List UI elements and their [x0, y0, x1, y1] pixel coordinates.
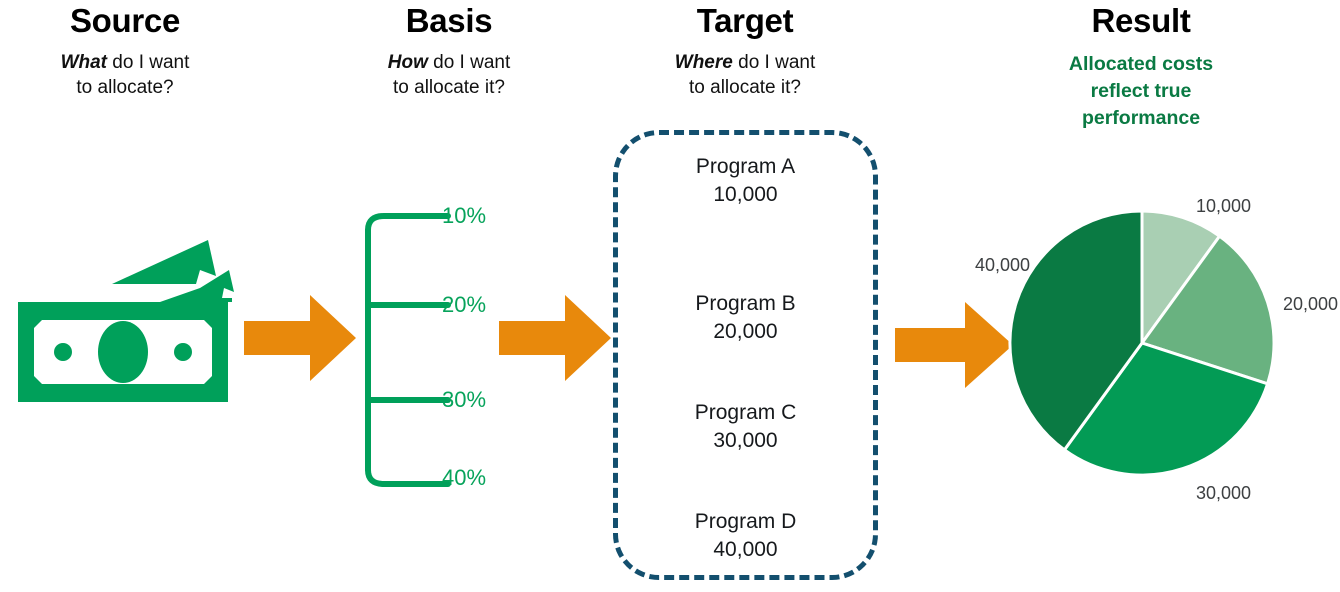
program-d-amount: 40,000: [713, 537, 778, 561]
program-c-name: Program C: [694, 401, 797, 424]
basis-percent-20: 20%: [442, 292, 487, 317]
subtitle-result-line1: Allocated costs: [1068, 52, 1214, 75]
program-b-name: Program B: [695, 292, 796, 315]
pie-label-40000: 40,000: [975, 255, 1031, 275]
pie-label-10000: 10,000: [1196, 196, 1252, 216]
pie-slice-30000: [1062, 341, 1270, 477]
subtitle-basis-lead: How: [387, 51, 428, 73]
program-c-amount: 30,000: [713, 428, 778, 452]
program-a-name: Program A: [695, 155, 796, 178]
money-cash-icon: [12, 236, 238, 406]
subtitle-target-lead: Where: [674, 51, 733, 73]
list-item-program-d: Program D 40,000: [618, 508, 873, 564]
column-header-source: Source What do I want to allocate?: [0, 2, 295, 101]
subtitle-basis-line2: to allocate it?: [393, 76, 505, 98]
program-b-amount: 20,000: [713, 319, 778, 343]
page-title-target: Target: [696, 2, 794, 39]
subtitle-target: Where do I want to allocate it?: [575, 50, 915, 101]
page-title-source: Source: [69, 2, 181, 39]
subtitle-target-line2: to allocate it?: [689, 76, 801, 98]
pie-slice-40000: [1008, 209, 1144, 452]
basis-percent-30: 30%: [442, 387, 487, 412]
subtitle-result-line2: reflect true: [1090, 79, 1192, 102]
list-item-program-a: Program A 10,000: [618, 153, 873, 209]
program-d-name: Program D: [694, 510, 797, 533]
arrow-source-to-basis: [244, 295, 356, 381]
basis-percent-10: 10%: [442, 203, 487, 228]
page-title-result: Result: [1091, 2, 1191, 39]
subtitle-target-rest: do I want: [732, 51, 816, 73]
program-a-amount: 10,000: [713, 182, 778, 206]
result-pie-chart: [1007, 208, 1277, 478]
list-item-program-c: Program C 30,000: [618, 399, 873, 455]
subtitle-basis-rest: do I want: [427, 51, 511, 73]
page-title-basis: Basis: [405, 2, 493, 39]
subtitle-source-lead: What: [60, 51, 108, 73]
column-header-basis: Basis How do I want to allocate it?: [279, 2, 619, 101]
pie-label-30000: 30,000: [1196, 483, 1252, 503]
pie-label-20000: 20,000: [1283, 294, 1339, 314]
bracket-split-icon: [358, 200, 458, 500]
subtitle-source-rest: do I want: [107, 51, 190, 73]
arrow-target-to-result: [895, 302, 1013, 388]
column-header-target: Target Where do I want to allocate it?: [575, 2, 915, 101]
column-header-result: Result Allocated costs reflect true perf…: [971, 2, 1311, 133]
list-item-program-b: Program B 20,000: [618, 290, 873, 346]
pie-slice-10000: [1140, 209, 1222, 348]
subtitle-basis: How do I want to allocate it?: [279, 50, 619, 101]
subtitle-result: Allocated costs reflect true performance: [971, 51, 1311, 133]
subtitle-source-line2: to allocate?: [76, 76, 174, 98]
subtitle-source: What do I want to allocate?: [0, 50, 295, 101]
subtitle-result-line3: performance: [1081, 107, 1201, 130]
target-dashed-container: Program A 10,000 Program B 20,000 Progra…: [613, 130, 878, 580]
arrow-basis-to-target: [499, 295, 611, 381]
basis-percent-40: 40%: [442, 465, 487, 490]
pie-slice-20000: [1139, 234, 1276, 386]
